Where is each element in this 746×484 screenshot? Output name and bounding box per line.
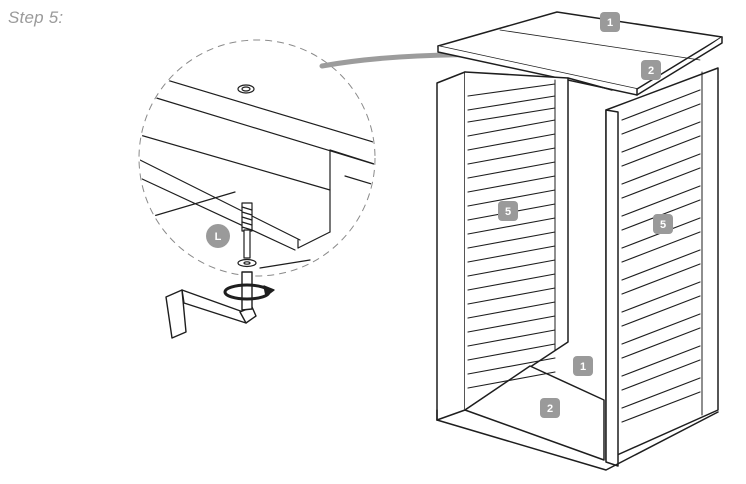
callout-hardware: L: [206, 224, 230, 248]
svg-text:5: 5: [660, 219, 666, 231]
detail-inset: [138, 39, 376, 277]
svg-text:5: 5: [505, 206, 511, 218]
right-slats: [621, 89, 701, 423]
cabinet-frame: [436, 11, 723, 471]
svg-text:2: 2: [547, 403, 553, 415]
callout-left-side: 5: [498, 201, 518, 221]
svg-text:1: 1: [607, 17, 613, 29]
svg-text:2: 2: [648, 65, 654, 77]
callout-bottom-panel: 1: [573, 356, 593, 376]
allen-key-icon: [165, 271, 275, 339]
callout-bottom-frame: 2: [540, 398, 560, 418]
svg-text:L: L: [215, 231, 222, 243]
screw-icon: [237, 202, 257, 268]
callout-top-panel: 1: [600, 12, 620, 32]
callout-right-side: 5: [653, 214, 673, 234]
callout-top-frame: 2: [641, 60, 661, 80]
left-slats: [467, 83, 556, 389]
step-title: Step 5:: [8, 8, 64, 27]
svg-text:1: 1: [580, 361, 586, 373]
